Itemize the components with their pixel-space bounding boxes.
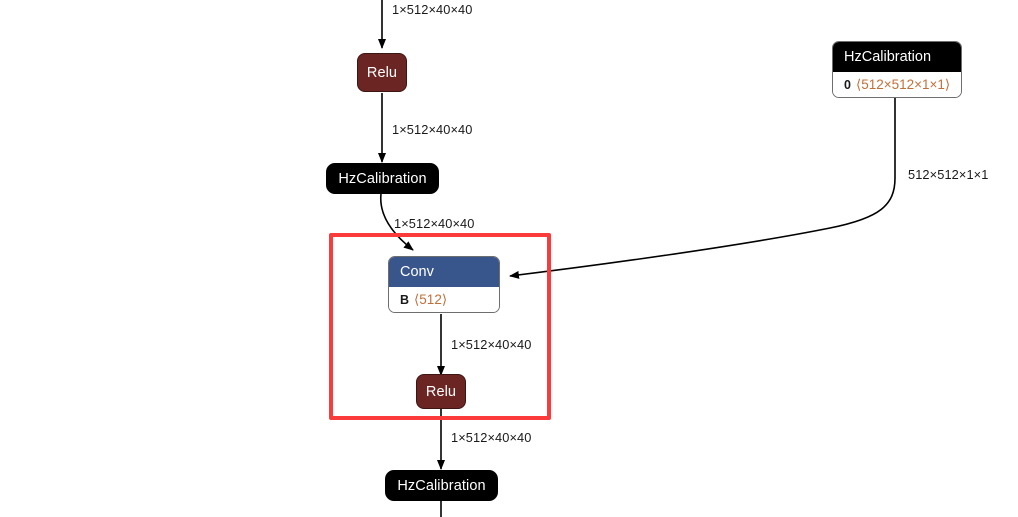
node-relu-top-label: Relu bbox=[366, 64, 398, 81]
node-conv-attr-value: ⟨512⟩ bbox=[414, 291, 448, 307]
node-relu-inner-label: Relu bbox=[425, 383, 457, 400]
node-hzcalibration-weights-label: HzCalibration bbox=[844, 49, 932, 65]
node-hzcalibration-weights-attr-key: 0 bbox=[844, 77, 851, 92]
edge-label-top: 1×512×40×40 bbox=[392, 2, 473, 17]
node-hzcalibration-weights[interactable]: HzCalibration 0 ⟨512×512×1×1⟩ bbox=[832, 41, 962, 98]
node-conv-label: Conv bbox=[400, 264, 434, 280]
edge-weights-to-conv bbox=[509, 98, 896, 279]
node-hzcalibration-weights-attr-value: ⟨512×512×1×1⟩ bbox=[855, 76, 951, 92]
node-conv-attr-key: B bbox=[400, 292, 410, 307]
node-hzcalibration-upper-label: HzCalibration bbox=[338, 170, 427, 187]
node-hzcalibration-lower[interactable]: HzCalibration bbox=[385, 470, 498, 501]
selection-highlight-rect[interactable] bbox=[329, 233, 551, 420]
node-conv[interactable]: Conv B ⟨512⟩ bbox=[388, 256, 500, 313]
edge-label-relu-hz: 1×512×40×40 bbox=[392, 122, 473, 137]
node-hzcalibration-upper[interactable]: HzCalibration bbox=[326, 163, 439, 194]
node-hzcalibration-weights-header: HzCalibration bbox=[833, 42, 961, 72]
node-relu-top[interactable]: Relu bbox=[357, 53, 407, 92]
node-relu-inner[interactable]: Relu bbox=[416, 374, 466, 409]
node-hzcalibration-weights-body: 0 ⟨512×512×1×1⟩ bbox=[833, 72, 961, 97]
node-conv-header: Conv bbox=[389, 257, 499, 287]
edge-label-hz-conv: 1×512×40×40 bbox=[394, 216, 475, 231]
edge-label-conv-relu: 1×512×40×40 bbox=[451, 337, 532, 352]
edge-label-weights: 512×512×1×1 bbox=[908, 167, 989, 182]
node-conv-body: B ⟨512⟩ bbox=[389, 287, 499, 312]
node-hzcalibration-lower-label: HzCalibration bbox=[397, 477, 486, 494]
edge-label-relu-hz2: 1×512×40×40 bbox=[451, 430, 532, 445]
